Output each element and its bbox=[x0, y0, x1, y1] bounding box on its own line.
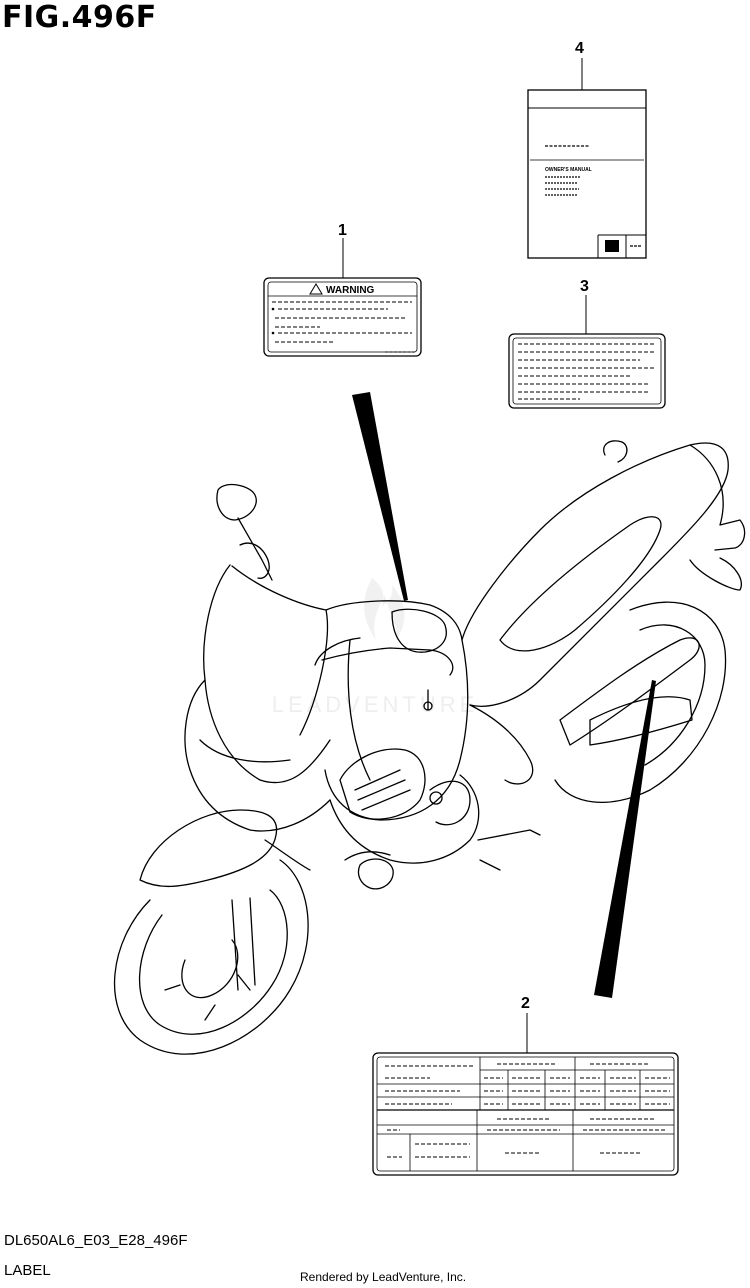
section-label: LABEL bbox=[4, 1262, 51, 1279]
watermark: LEADVENTURE bbox=[272, 578, 479, 717]
motorcycle-illustration bbox=[113, 440, 746, 1055]
model-code: DL650AL6_E03_E28_496F bbox=[4, 1232, 188, 1249]
label-3-info bbox=[508, 333, 666, 409]
front-wheel bbox=[113, 859, 309, 1055]
warning-triangle-icon bbox=[309, 283, 323, 295]
figure-title: FIG.496F bbox=[2, 0, 157, 35]
manual-icon bbox=[605, 240, 619, 252]
owners-manual-text: OWNER'S MANUAL bbox=[545, 167, 592, 173]
callout-1: 1 bbox=[338, 222, 347, 239]
watermark-text: LEADVENTURE bbox=[272, 692, 479, 717]
callout-2: 2 bbox=[521, 995, 530, 1012]
pointer-label-1 bbox=[352, 392, 408, 601]
render-credit: Rendered by LeadVenture, Inc. bbox=[300, 1270, 467, 1284]
callout-3: 3 bbox=[580, 278, 589, 295]
label-1-warning: WARNING bbox=[263, 277, 422, 357]
label-4-owners-manual: OWNER'S MANUAL bbox=[527, 89, 647, 259]
callout-4: 4 bbox=[575, 40, 584, 57]
warning-heading: WARNING bbox=[326, 285, 375, 296]
rear-wheel bbox=[554, 601, 727, 803]
pointer-label-2 bbox=[594, 680, 656, 998]
label-2-spec-table bbox=[372, 1052, 679, 1176]
